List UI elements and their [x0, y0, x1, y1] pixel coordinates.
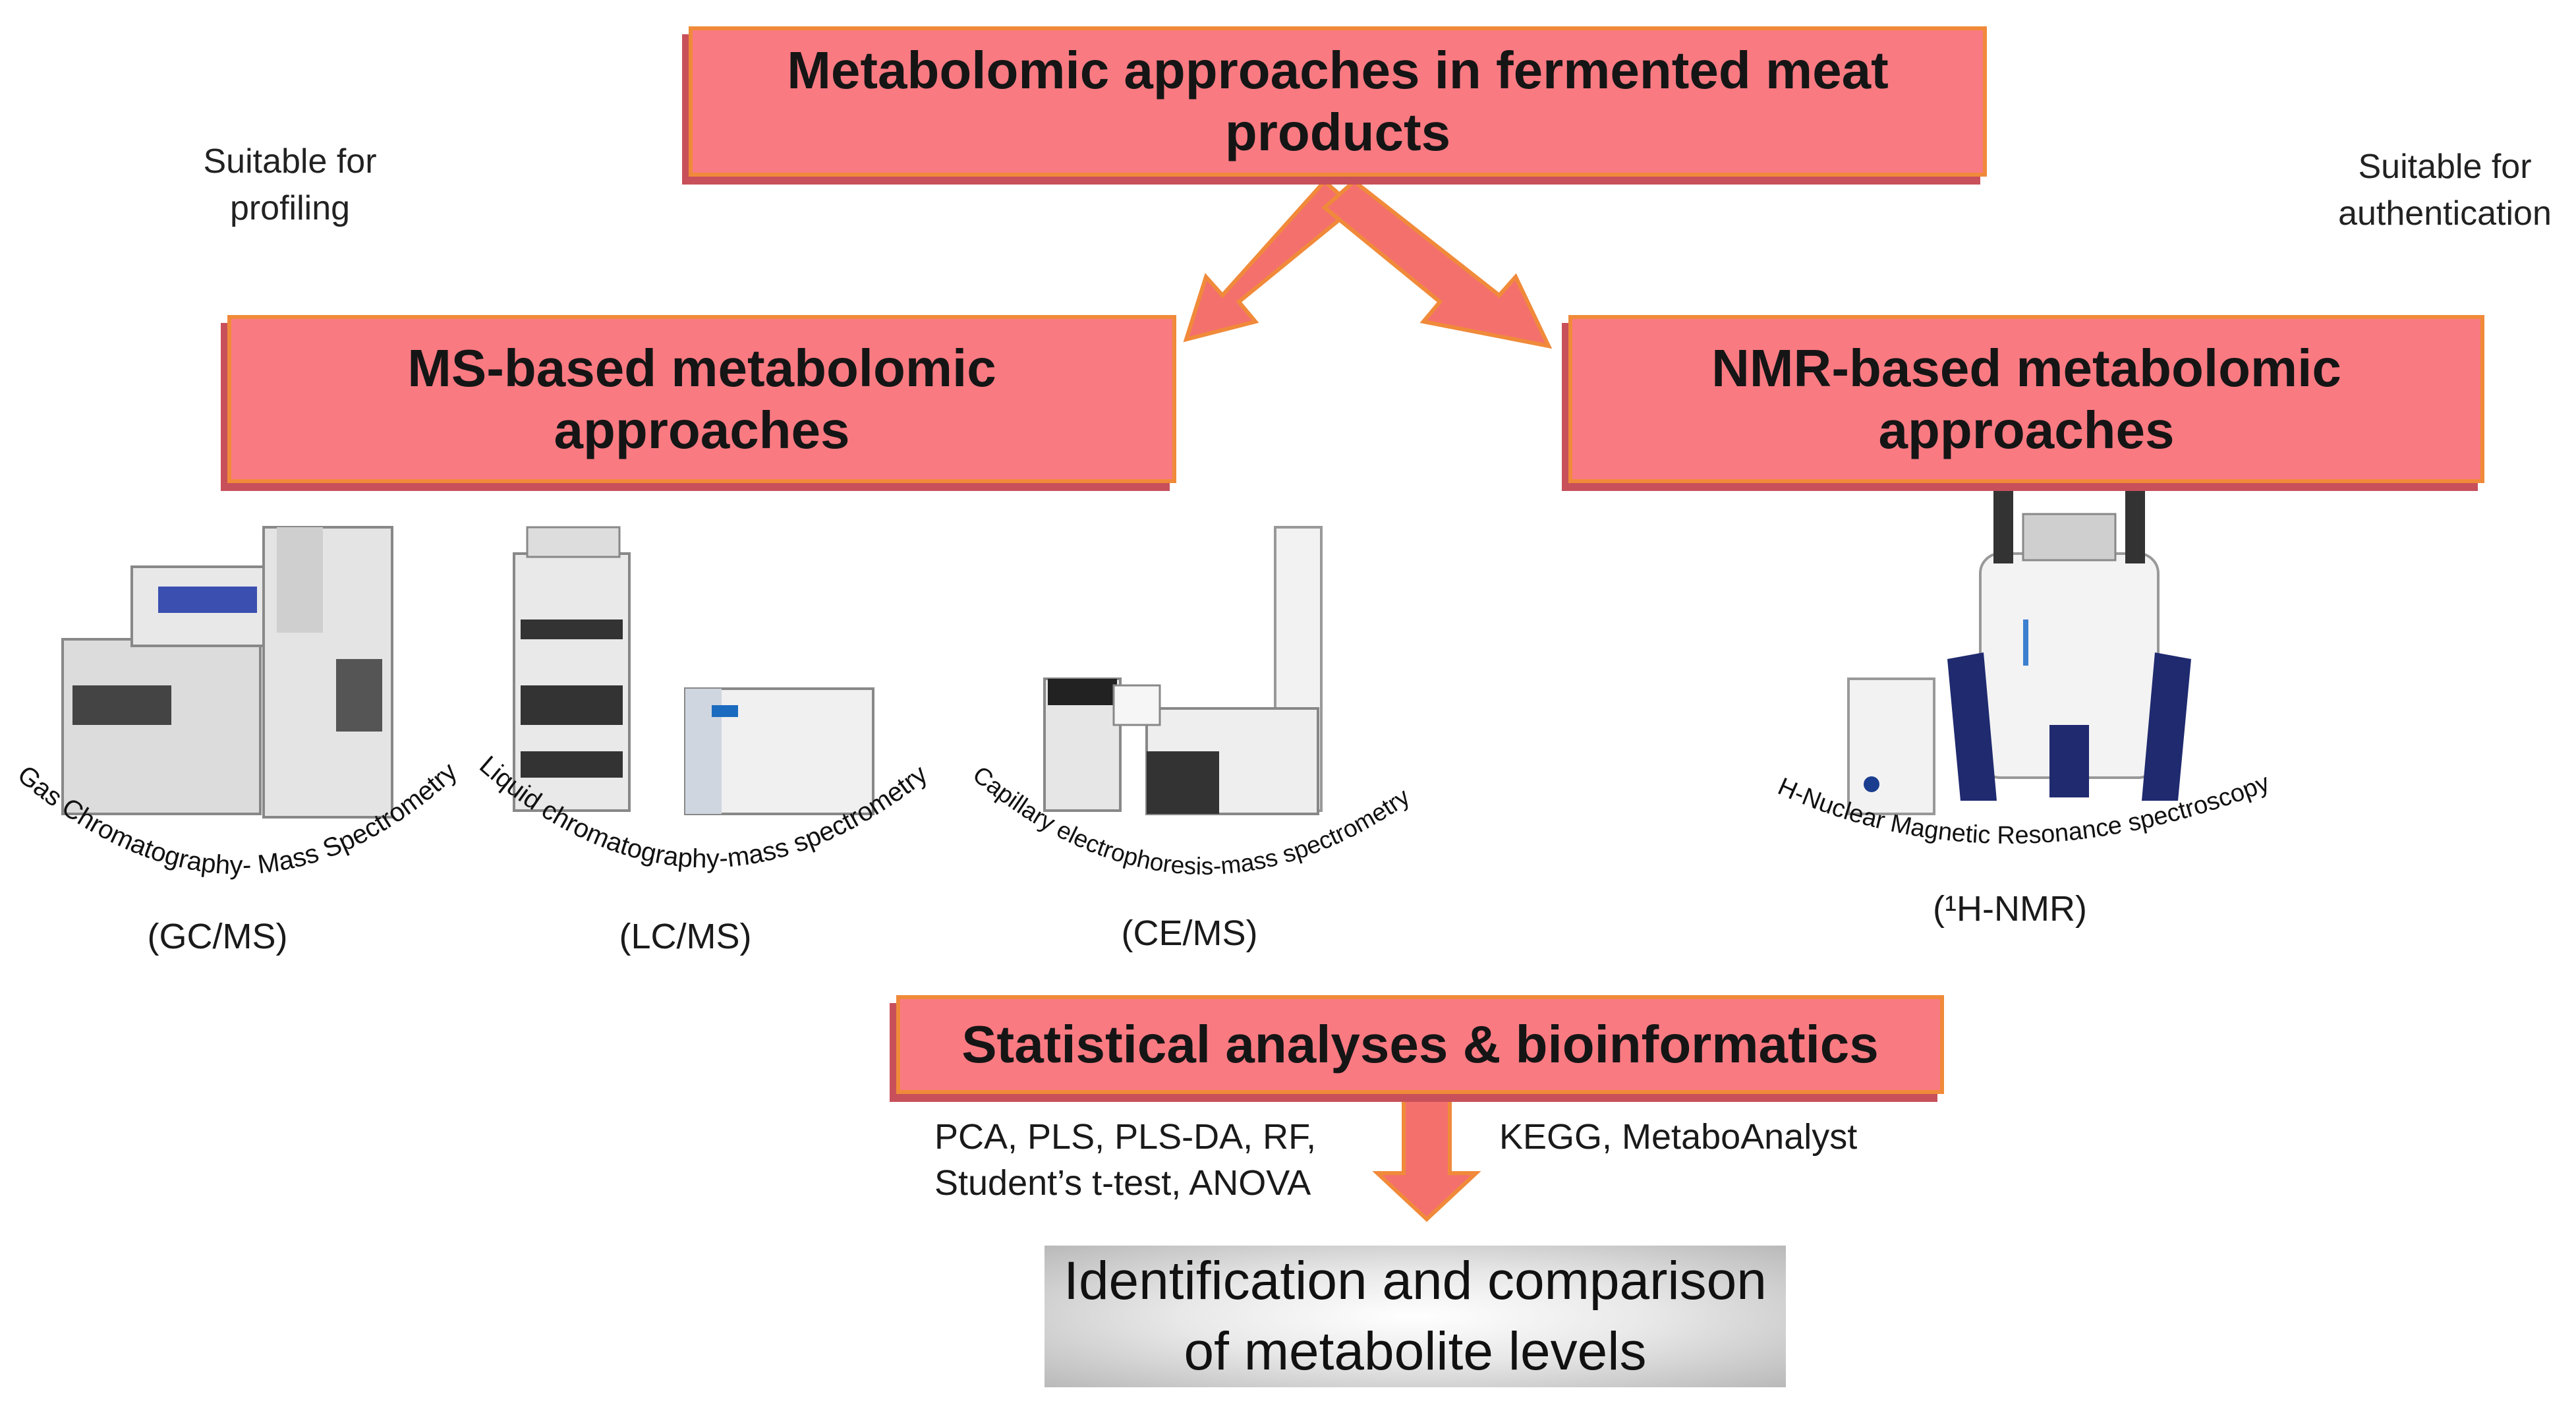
stats-left-line1: PCA, PLS, PLS-DA, RF,	[934, 1117, 1317, 1157]
stats-left-line2: Student’s t-test, ANOVA	[934, 1163, 1311, 1203]
result-title: Identification and comparison of metabol…	[1064, 1250, 1767, 1381]
gc-ms-curved-label: Gas Chromatography- Mass Spectrometry	[12, 757, 463, 880]
nmr-abbr: (¹H-NMR)	[1933, 889, 2087, 929]
nmr-instrument-icon	[1847, 491, 2191, 815]
arrow-to-ms	[1183, 178, 1358, 343]
ce-ms-abbr: (CE/MS)	[1121, 913, 1258, 953]
left-note: Suitable for profiling	[203, 142, 377, 227]
lc-ms-instrument-icon	[513, 526, 874, 815]
result-box: Identification and comparison of metabol…	[1045, 1246, 1786, 1387]
ms-title: MS-based metabolomic approaches	[407, 338, 996, 459]
stats-box: Statistical analyses & bioinformatics	[896, 995, 1944, 1094]
gc-ms-instrument-icon	[61, 526, 393, 819]
nmr-box: NMR-based metabolomic approaches	[1568, 315, 2484, 483]
ce-ms-instrument-icon	[1043, 526, 1323, 815]
nmr-title: NMR-based metabolomic approaches	[1711, 338, 2341, 459]
top-title-box: Metabolomic approaches in fermented meat…	[689, 26, 1987, 177]
lc-ms-curved-label: Liquid chromatography-mass spectrometry	[474, 751, 932, 874]
top-title: Metabolomic approaches in fermented meat…	[787, 41, 1889, 161]
gc-ms-abbr: (GC/MS)	[147, 917, 288, 956]
lc-ms-abbr: (LC/MS)	[619, 917, 752, 956]
nmr-curved-label: ¹H-Nuclear Magnetic Resonance spectrosco…	[0, 0, 2274, 849]
ms-box: MS-based metabolomic approaches	[227, 315, 1176, 483]
ce-ms-curved-label: Capillary electrophoresis-mass spectrome…	[968, 761, 1415, 880]
stats-left-text: PCA, PLS, PLS-DA, RF, Student’s t-test, …	[934, 1114, 1396, 1206]
stats-right-text: KEGG, MetaboAnalyst	[1499, 1117, 1858, 1157]
right-note: Suitable for authentication	[2338, 148, 2552, 233]
arrow-to-nmr	[1321, 179, 1553, 349]
stats-title: Statistical analyses & bioinformatics	[961, 1015, 1879, 1074]
arrow-to-result	[1372, 1089, 1481, 1223]
